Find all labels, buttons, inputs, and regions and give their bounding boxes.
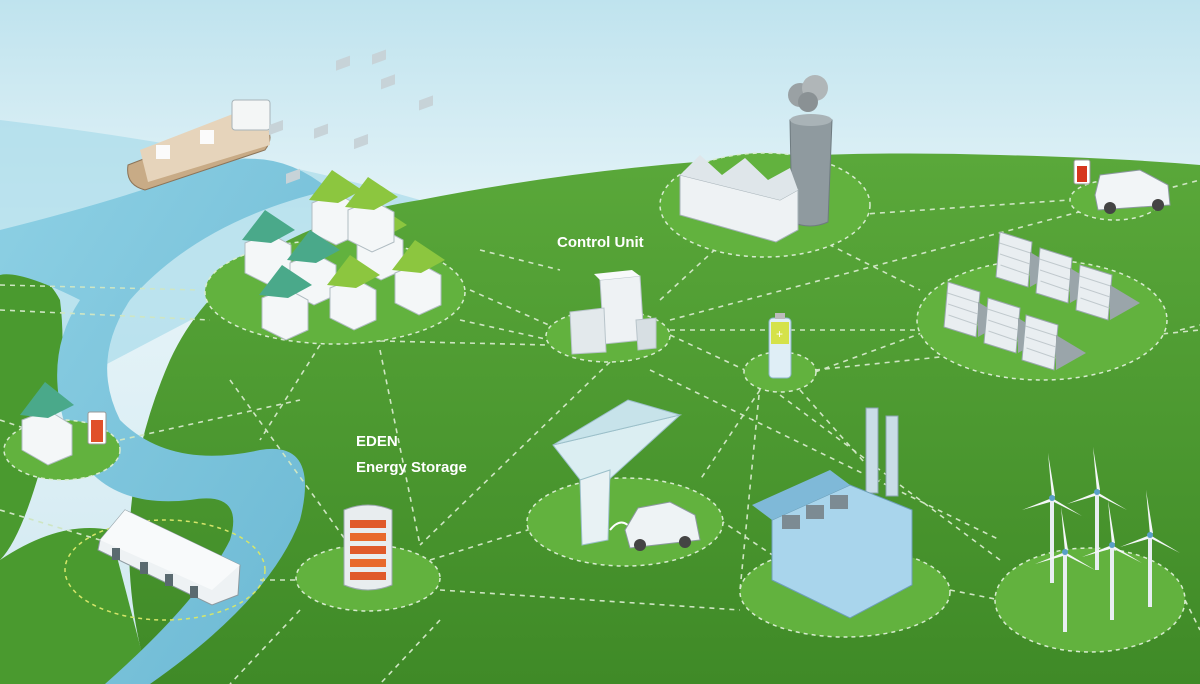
- paper-plane-icon: [552, 399, 682, 546]
- wind-turbine-icon: [1022, 447, 1180, 632]
- network-line: [0, 284, 201, 291]
- houses-icon: [242, 49, 445, 341]
- network-line: [229, 609, 301, 684]
- house: [392, 95, 445, 316]
- network-line: [0, 509, 101, 541]
- network-line: [469, 289, 561, 331]
- control-unit-label: Control Unit: [557, 234, 644, 251]
- electric-car-icon: [624, 501, 701, 551]
- network-line: [669, 334, 746, 371]
- power-plant-icon: [679, 75, 833, 243]
- network-line: [719, 519, 781, 561]
- network-line: [379, 349, 421, 546]
- wind-turbine: [1120, 490, 1180, 607]
- network-line: [819, 239, 921, 291]
- wind-platform: [994, 547, 1186, 653]
- battery-icon: +: [768, 313, 792, 379]
- plane-platform: [526, 477, 724, 567]
- electric-car-icon: [1073, 159, 1171, 214]
- network-line: [259, 344, 321, 441]
- network-line: [419, 361, 611, 546]
- network-line: [649, 369, 1001, 541]
- network-line: [479, 249, 561, 271]
- network-line: [439, 589, 741, 611]
- house: [259, 168, 312, 341]
- wind-turbine: [1082, 500, 1142, 620]
- factory-icon: [752, 407, 913, 619]
- solar-panels-icon: [943, 231, 1140, 371]
- solar-panel: [1021, 314, 1086, 371]
- wind-turbine: [1067, 447, 1127, 570]
- network-line: [669, 179, 1200, 321]
- network-line: [699, 389, 761, 481]
- network-line: [814, 329, 931, 373]
- network-line: [739, 384, 761, 591]
- house: [327, 134, 380, 331]
- network-line: [849, 199, 1071, 216]
- energy-storage-icon: [343, 504, 393, 591]
- network-line: [949, 589, 1001, 601]
- ship-icon: [127, 99, 271, 191]
- house-icon: [20, 382, 107, 466]
- house: [345, 49, 398, 253]
- svg-text:+: +: [776, 327, 783, 341]
- solar-panel: [1075, 264, 1140, 321]
- network-line: [379, 619, 441, 684]
- land-left-bottom: [0, 528, 150, 684]
- dock-platform: [64, 519, 266, 621]
- control-unit-icon: [569, 270, 657, 355]
- network-line: [229, 379, 361, 561]
- wind-turbine: [1022, 453, 1082, 583]
- eden-label-line1: EDEN: [356, 433, 398, 450]
- river: [0, 158, 330, 684]
- eden-label-line2: Energy Storage: [356, 459, 467, 476]
- wind-turbine: [1035, 507, 1095, 632]
- pier-icon: [97, 509, 241, 606]
- network-line: [659, 244, 721, 301]
- network-line: [1179, 324, 1200, 331]
- network-line: [119, 399, 301, 441]
